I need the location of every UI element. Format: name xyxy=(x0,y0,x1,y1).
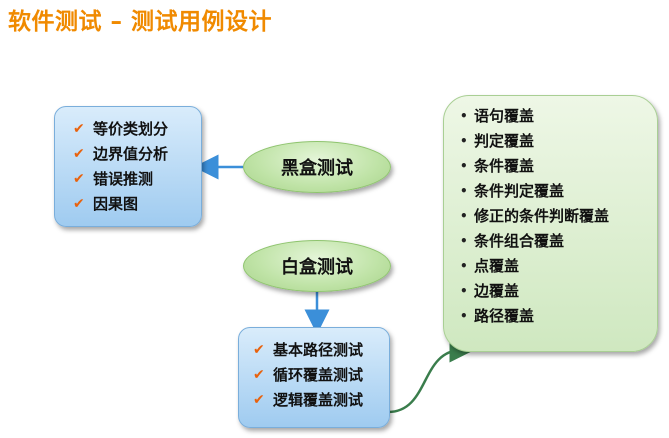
whitebox-methods-box: ✔基本路径测试 ✔循环覆盖测试 ✔逻辑覆盖测试 xyxy=(238,327,390,428)
check-icon: ✔ xyxy=(253,342,265,358)
coverage-item: •判定覆盖 xyxy=(460,129,657,154)
blackbox-label: 黑盒测试 xyxy=(281,158,353,179)
curve-logic-to-coverage xyxy=(387,337,475,414)
whitebox-method-item: ✔循环覆盖测试 xyxy=(253,363,389,388)
logic-coverage-box: •语句覆盖 •判定覆盖 •条件覆盖 •条件判定覆盖 •修正的条件判断覆盖 •条件… xyxy=(443,95,658,352)
bullet-icon: • xyxy=(460,159,468,173)
whitebox-node: 白盒测试 xyxy=(243,240,391,292)
whitebox-label: 白盒测试 xyxy=(281,257,353,278)
bullet-icon: • xyxy=(460,259,468,273)
check-icon: ✔ xyxy=(73,171,85,187)
bullet-icon: • xyxy=(460,109,468,123)
coverage-item: •条件判定覆盖 xyxy=(460,179,657,204)
bullet-icon: • xyxy=(460,234,468,248)
coverage-item: •修正的条件判断覆盖 xyxy=(460,204,657,229)
check-icon: ✔ xyxy=(253,392,265,408)
bullet-icon: • xyxy=(460,284,468,298)
coverage-item: •路径覆盖 xyxy=(460,304,657,329)
blackbox-method-item: ✔等价类划分 xyxy=(73,117,201,142)
coverage-item: •语句覆盖 xyxy=(460,104,657,129)
bullet-icon: • xyxy=(460,184,468,198)
coverage-item: •条件组合覆盖 xyxy=(460,229,657,254)
blackbox-node: 黑盒测试 xyxy=(243,141,391,193)
check-icon: ✔ xyxy=(73,121,85,137)
coverage-item: •点覆盖 xyxy=(460,254,657,279)
check-icon: ✔ xyxy=(253,367,265,383)
blackbox-methods-box: ✔等价类划分 ✔边界值分析 ✔错误推测 ✔因果图 xyxy=(54,106,202,227)
bullet-icon: • xyxy=(460,134,468,148)
check-icon: ✔ xyxy=(73,146,85,162)
coverage-item: •条件覆盖 xyxy=(460,154,657,179)
whitebox-method-item: ✔基本路径测试 xyxy=(253,338,389,363)
blackbox-method-item: ✔错误推测 xyxy=(73,167,201,192)
blackbox-method-item: ✔边界值分析 xyxy=(73,142,201,167)
blackbox-method-item: ✔因果图 xyxy=(73,192,201,217)
coverage-item: •边覆盖 xyxy=(460,279,657,304)
check-icon: ✔ xyxy=(73,196,85,212)
page-title: 软件测试 – 测试用例设计 xyxy=(8,9,273,35)
bullet-icon: • xyxy=(460,309,468,323)
whitebox-method-item: ✔逻辑覆盖测试 xyxy=(253,388,389,413)
bullet-icon: • xyxy=(460,209,468,223)
